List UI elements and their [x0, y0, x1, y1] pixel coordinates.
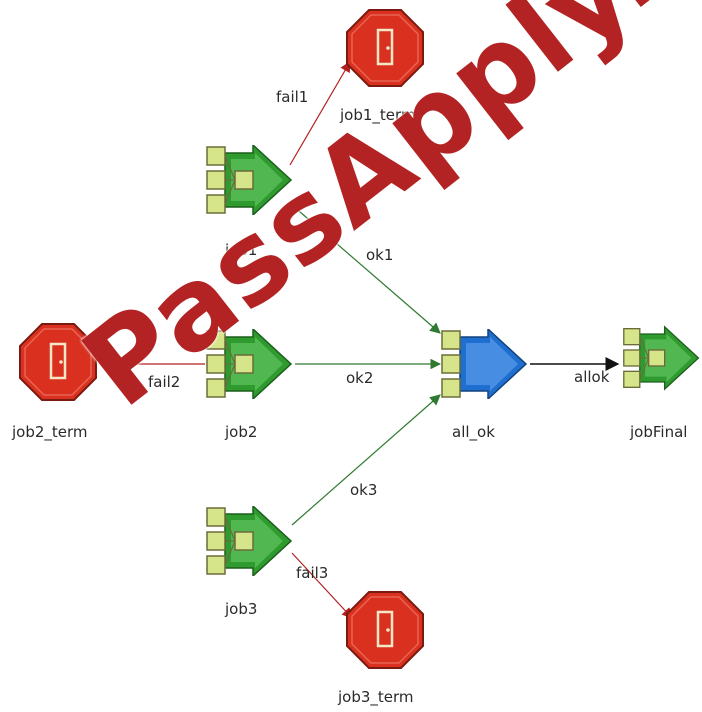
job2-term-icon[interactable] [18, 322, 98, 402]
edge-fail3 [291, 552, 353, 619]
ok3-label: ok3 [350, 481, 378, 499]
job1-term-icon[interactable] [345, 8, 425, 88]
edge-ok3 [291, 394, 441, 526]
job1-term-label: job1_term [340, 106, 416, 124]
all-ok-label: all_ok [452, 423, 495, 441]
fail2-label: fail2 [148, 373, 181, 391]
job3-icon[interactable] [206, 506, 292, 576]
job1-label: job1 [225, 241, 258, 259]
all-ok-icon[interactable] [441, 329, 527, 399]
ok1-label: ok1 [366, 246, 394, 264]
job3-label: job3 [225, 600, 258, 618]
jobfinal-icon[interactable] [623, 326, 700, 390]
allok-label: allok [574, 368, 610, 386]
edge-fail1 [289, 61, 351, 166]
job1-icon[interactable] [206, 145, 292, 215]
ok2-label: ok2 [346, 369, 374, 387]
job3-term-label: job3_term [338, 688, 414, 706]
edge-ok1 [291, 204, 441, 334]
fail1-label: fail1 [276, 88, 309, 106]
jobfinal-label: jobFinal [630, 423, 688, 441]
job2-term-label: job2_term [12, 423, 88, 441]
fail3-label: fail3 [296, 564, 329, 582]
job2-icon[interactable] [206, 329, 292, 399]
job2-label: job2 [225, 423, 258, 441]
job3-term-icon[interactable] [345, 590, 425, 670]
